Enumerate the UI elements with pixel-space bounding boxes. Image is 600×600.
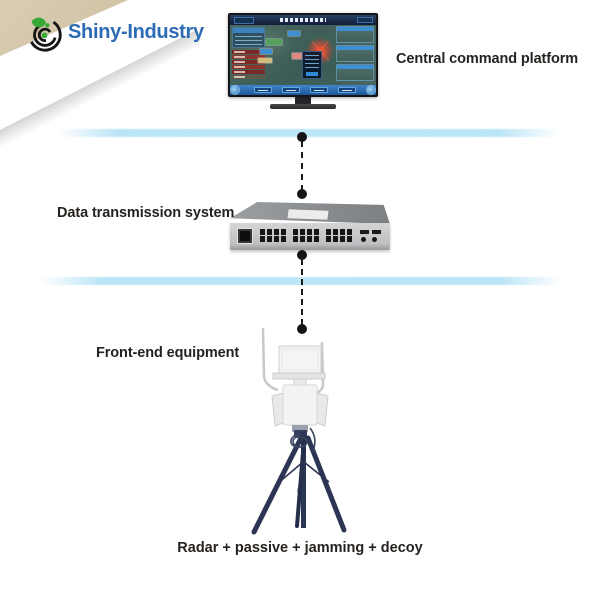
monitor-stand-base [270, 104, 336, 109]
body-right-wing [316, 392, 329, 427]
connector-dashed-line [301, 141, 303, 191]
tripod-leg-front [295, 438, 306, 528]
screen-toolbar-tab [338, 87, 356, 93]
screen-toolbar-tab [310, 87, 328, 93]
map-label-tag [266, 39, 282, 45]
network-switch [230, 202, 390, 252]
label-data-transmission: Data transmission system [57, 205, 235, 221]
connector-dashed-line [301, 259, 303, 325]
label-front-end: Front-end equipment [96, 345, 240, 361]
sfp-uplink-ports [360, 229, 386, 243]
screen-right-panel [336, 45, 374, 62]
coiled-cable [290, 427, 316, 453]
ethernet-port-group [260, 229, 288, 242]
body-mount [292, 425, 308, 432]
monitor-bezel [228, 13, 378, 97]
connector-dot [297, 132, 307, 142]
device-body [282, 384, 318, 426]
panel-mount-bar [272, 372, 326, 380]
brand-logo: Shiny-Industry [24, 10, 204, 54]
console-port [238, 229, 252, 243]
screen-toolbar-tab [282, 87, 300, 93]
screen-alert-row [232, 60, 265, 64]
ethernet-port-group [326, 229, 354, 242]
map-info-popup [302, 51, 322, 79]
tripod-leg-left [251, 435, 304, 535]
map-view [230, 25, 376, 85]
caption-equipment-functions: Radar + passive + jamming + decoy [177, 540, 423, 556]
screen-title-widget [357, 17, 373, 23]
map-label-tag [258, 58, 272, 63]
screen-toolbar-tab [254, 87, 272, 93]
map-label-tag [292, 53, 310, 59]
front-end-tripod-device [251, 327, 347, 535]
brand-name: Shiny-Industry [68, 20, 204, 43]
tripod-leg-right [305, 435, 347, 533]
connector-dot [297, 324, 307, 334]
antenna-left [261, 327, 279, 392]
ethernet-port-group [293, 229, 321, 242]
tripod-center-column [301, 432, 306, 528]
switch-front-panel [230, 223, 390, 250]
screen-title-bar [230, 15, 376, 25]
label-central-command: Central command platform [396, 51, 579, 67]
map-label-tag [288, 31, 300, 36]
switch-label-sticker [287, 209, 329, 220]
screen-left-panel [232, 27, 265, 48]
connector-dot [297, 250, 307, 260]
screen-right-panel [336, 64, 374, 81]
screen-alert-row [232, 50, 265, 54]
connector-dot [297, 189, 307, 199]
radar-swirl-icon [28, 17, 62, 52]
panel-neck [293, 378, 307, 386]
screen-alert-row [232, 70, 265, 74]
tripod-braces [276, 461, 330, 493]
central-command-monitor [228, 13, 378, 109]
screen-alert-row [232, 65, 265, 69]
radar-panel [278, 345, 322, 374]
screen-right-panel [336, 26, 374, 43]
screen-bottom-toolbar [230, 85, 376, 95]
map-label-tag [260, 49, 272, 54]
screen-alert-row [232, 75, 265, 79]
section-divider [58, 129, 560, 137]
monitor-screen-map-ui [230, 15, 376, 95]
monitor-stand-neck [295, 97, 311, 104]
body-left-wing [271, 392, 284, 427]
screen-alert-row [232, 55, 265, 59]
